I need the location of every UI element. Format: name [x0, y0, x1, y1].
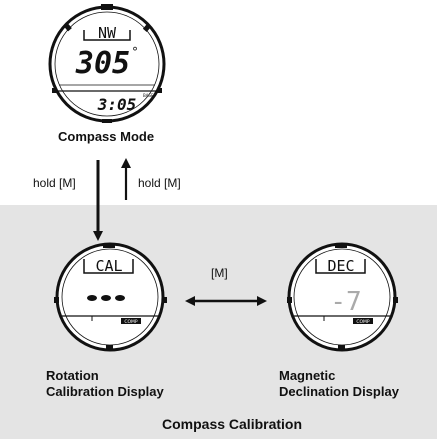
compass-degree-mark: °	[132, 45, 138, 59]
section-title: Compass Calibration	[162, 416, 303, 432]
declination-value: -7	[330, 287, 361, 317]
rotation-caption-line2: Calibration Display	[46, 384, 164, 399]
rotation-progress-dots	[87, 295, 125, 301]
compass-heading-degrees: 305	[75, 46, 130, 81]
compass-watch-face	[48, 4, 166, 123]
declination-screen-text: DEC	[327, 257, 354, 275]
hold-m-up-label: hold [M]	[138, 176, 181, 190]
compass-heading-direction: NW	[98, 24, 117, 42]
rotation-small-tag: COMP	[124, 319, 138, 325]
rotation-screen-text: CAL	[95, 257, 122, 275]
compass-mode-caption: Compass Mode	[58, 129, 155, 144]
declination-caption-line2: Declination Display	[279, 384, 399, 399]
rotation-caption-line1: Rotation	[46, 368, 99, 383]
declination-caption-line1: Magnetic	[279, 368, 336, 383]
declination-watch-face	[287, 242, 398, 352]
declination-small-tag: COMP	[356, 319, 370, 325]
compass-small-tag: BASE	[143, 93, 154, 98]
hold-m-down-label: hold [M]	[33, 176, 76, 190]
compass-time: 3:05	[97, 95, 137, 114]
m-between-label: [M]	[211, 266, 228, 280]
